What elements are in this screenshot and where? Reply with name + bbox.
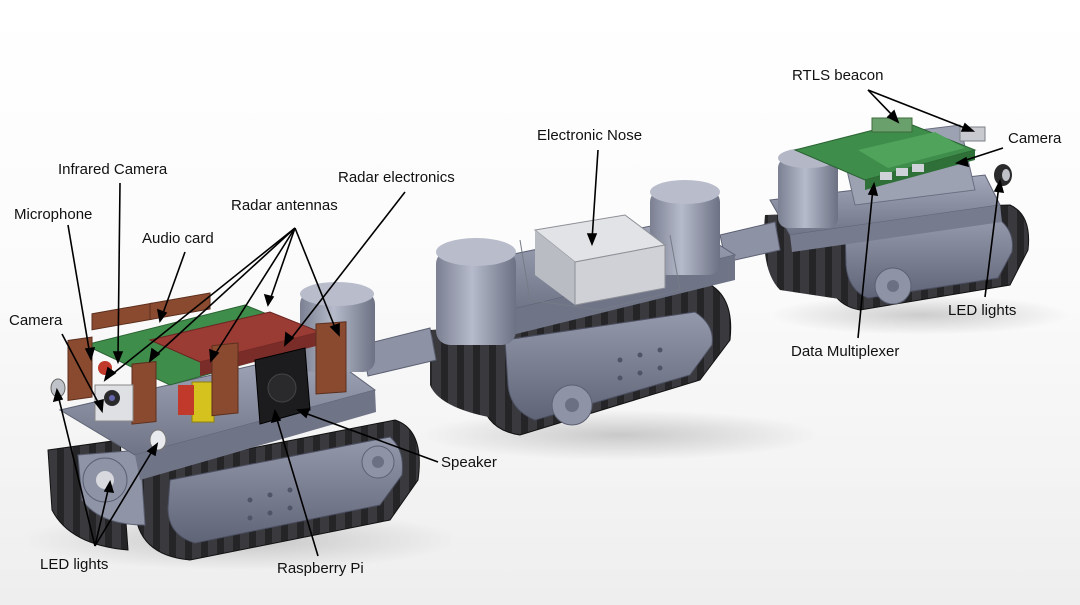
label-rtls-beacon: RTLS beacon bbox=[792, 67, 884, 84]
label-led-lights-front: LED lights bbox=[40, 556, 109, 573]
label-radar-electronics: Radar electronics bbox=[338, 169, 455, 186]
label-camera-rear: Camera bbox=[1008, 130, 1062, 147]
leader-lines bbox=[52, 89, 1005, 557]
label-speaker: Speaker bbox=[441, 454, 497, 471]
label-audio-card: Audio card bbox=[142, 230, 214, 247]
label-radar-antennas: Radar antennas bbox=[231, 197, 338, 214]
label-led-lights-rear: LED lights bbox=[948, 302, 1017, 319]
label-microphone: Microphone bbox=[14, 206, 93, 223]
label-raspberry-pi: Raspberry Pi bbox=[277, 560, 364, 577]
label-electronic-nose: Electronic Nose bbox=[537, 127, 643, 144]
middle-module bbox=[430, 180, 737, 436]
label-data-multiplexer: Data Multiplexer bbox=[791, 343, 900, 360]
rear-module bbox=[764, 117, 1030, 311]
label-infrared-camera: Infrared Camera bbox=[58, 161, 168, 178]
label-camera-front: Camera bbox=[9, 312, 63, 329]
